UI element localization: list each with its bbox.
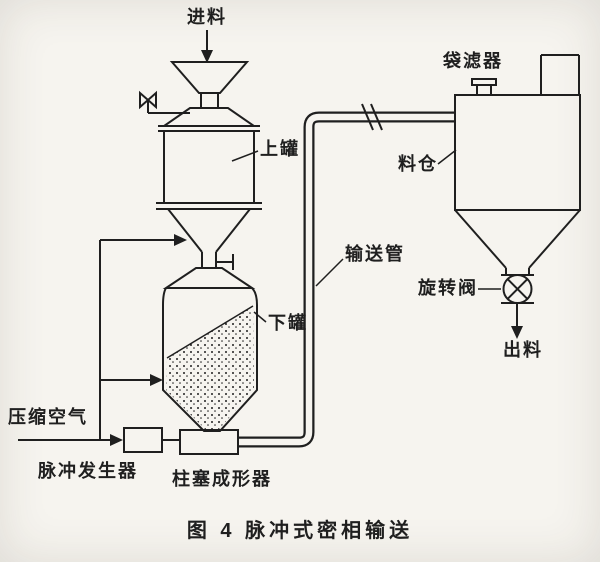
label-upper-tank: 上罐 — [260, 139, 300, 159]
figure-caption: 图 4 脉冲式密相输送 — [186, 520, 414, 542]
discharge-arrow — [511, 304, 523, 339]
rotary-valve-symbol — [501, 268, 534, 304]
silo-vessel — [454, 94, 581, 269]
bag-filter-duct — [540, 54, 580, 95]
label-feed: 进料 — [187, 7, 227, 27]
label-discharge: 出料 — [503, 340, 543, 360]
pipe-break-mark — [361, 103, 383, 131]
upper-tank-vessel — [156, 107, 262, 210]
label-rotary-valve: 旋转阀 — [418, 278, 478, 298]
label-plug-former: 柱塞成形器 — [172, 469, 272, 489]
silo-roof-nozzle — [471, 78, 497, 95]
compressed-air-line — [18, 434, 123, 446]
label-compressed-air: 压缩空气 — [8, 407, 88, 427]
feed-arrow — [201, 30, 213, 63]
leader-lines — [231, 149, 501, 323]
label-bag-filter: 袋滤器 — [443, 51, 503, 71]
label-pulse-generator: 脉冲发生器 — [38, 461, 138, 481]
material-stipple — [166, 305, 254, 429]
air-branch-pipe — [99, 234, 187, 440]
top-funnel — [169, 61, 250, 108]
label-silo: 料仓 — [398, 154, 438, 174]
conveying-pipe-run — [239, 111, 456, 448]
label-lower-tank: 下罐 — [268, 313, 308, 333]
inlet-valve-icon — [139, 90, 190, 114]
inter-tank-funnel — [167, 208, 251, 270]
pulse-generator-box — [123, 427, 180, 453]
plug-former-box — [179, 429, 239, 455]
label-conveying-pipe: 输送管 — [345, 244, 405, 264]
